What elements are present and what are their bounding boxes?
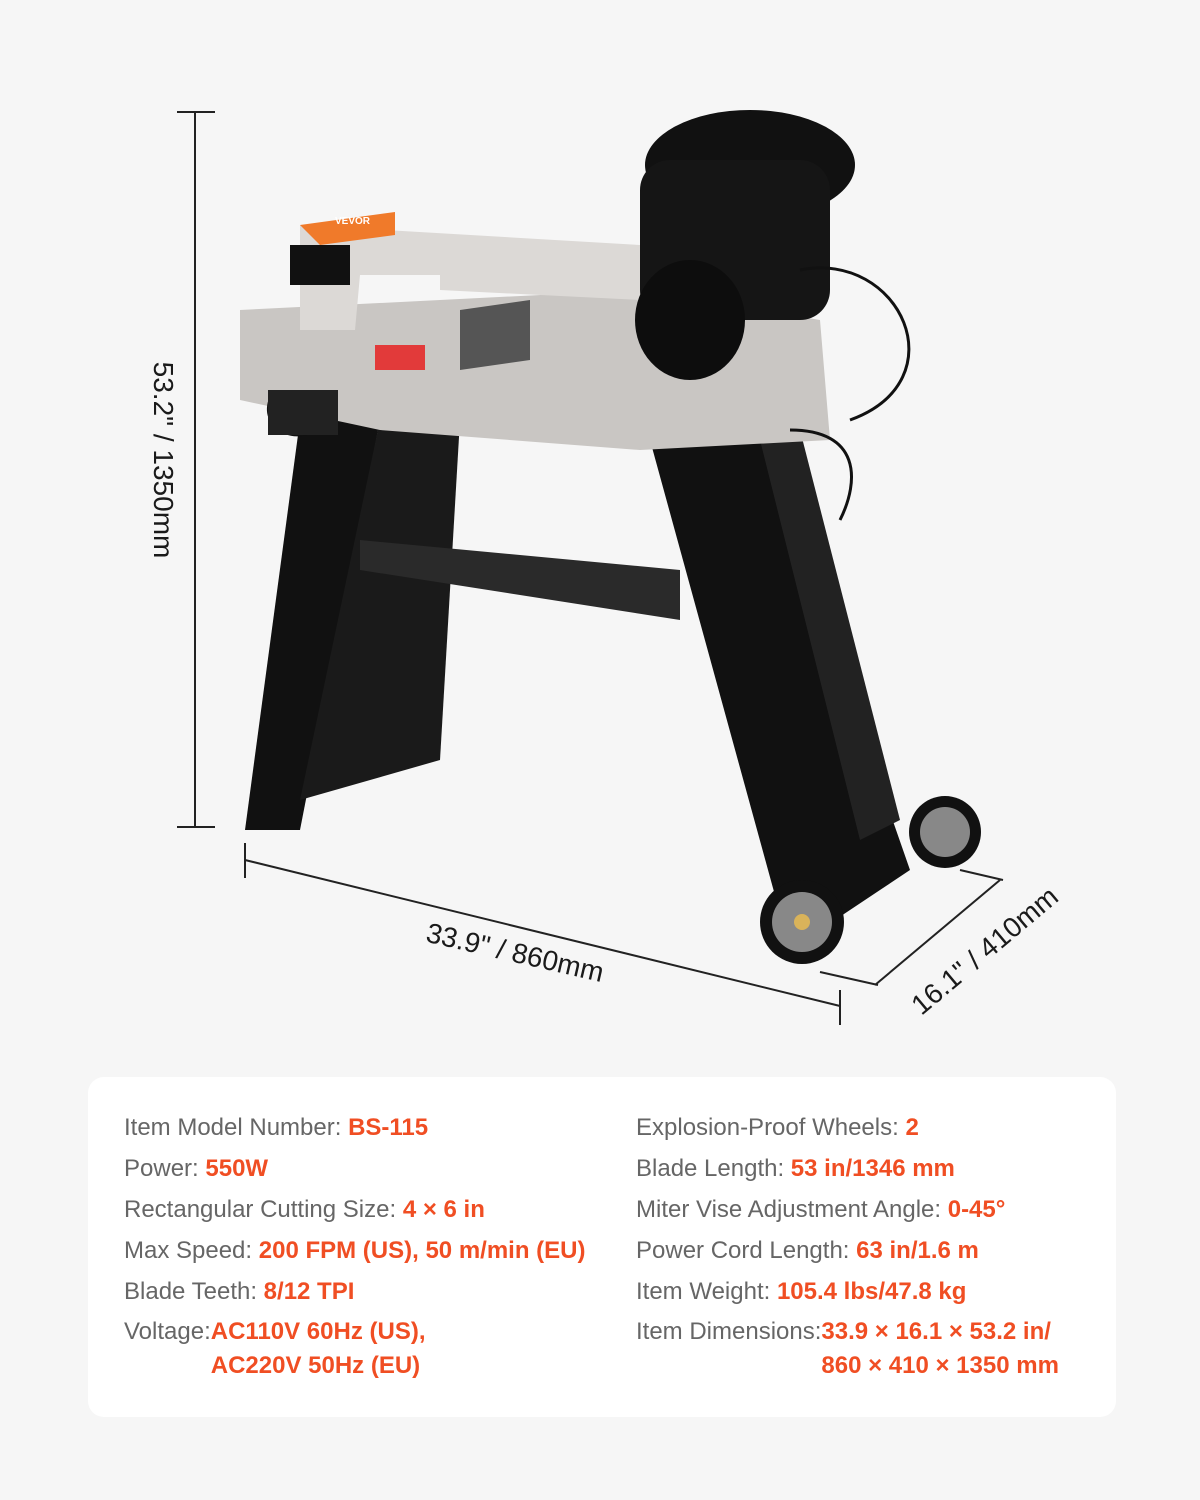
spec-row: Item Model Number: BS-115 [124,1107,585,1148]
dimension-lines [177,111,1004,1025]
spec-row: Item Weight: 105.4 lbs/47.8 kg [636,1271,1059,1312]
product-illustration: VEVOR [177,110,1004,1025]
spec-row: Explosion-Proof Wheels: 2 [636,1107,1059,1148]
spec-value: 63 in/1.6 m [856,1237,979,1264]
spec-value: 550W [205,1155,269,1182]
spec-row: Rectangular Cutting Size: 4 × 6 in [124,1189,585,1230]
specs-card: Item Model Number: BS-115 Power: 550W Re… [88,1077,1116,1417]
spec-label: Item Model Number: [124,1114,349,1141]
spec-label: Item Dimensions: [636,1318,822,1345]
spec-value: 200 FPM (US), 50 m/min (EU) [258,1237,586,1264]
spec-row: Blade Length: 53 in/1346 mm [636,1148,1059,1189]
spec-label: Item Weight: [636,1278,777,1305]
spec-row: Item Dimensions: 33.9 × 16.1 × 53.2 in/8… [636,1315,1059,1383]
spec-value: 2 [905,1114,919,1141]
spec-value: 8/12 TPI [263,1278,355,1305]
spec-label: Power Cord Length: [636,1237,857,1264]
specs-right-column: Explosion-Proof Wheels: 2 Blade Length: … [636,1107,1059,1383]
spec-row: Max Speed: 200 FPM (US), 50 m/min (EU) [124,1230,585,1271]
spec-value-continued: 860 × 410 × 1350 mm [821,1352,1059,1379]
spec-label: Explosion-Proof Wheels: [636,1114,906,1141]
spec-label: Rectangular Cutting Size: [124,1196,403,1223]
spec-label: Voltage: [124,1318,211,1345]
height-dimension-label: 53.2" / 1350mm [148,361,179,559]
spec-label: Blade Teeth: [124,1278,264,1305]
spec-label: Power: [124,1155,206,1182]
spec-value: 4 × 6 in [402,1196,485,1223]
spec-row: Power: 550W [124,1148,585,1189]
spec-value-continued: AC220V 50Hz (EU) [210,1352,421,1379]
spec-row: Blade Teeth: 8/12 TPI [124,1271,585,1312]
spec-value: AC110V 60Hz (US), [210,1318,426,1345]
spec-row: Power Cord Length: 63 in/1.6 m [636,1230,1059,1271]
spec-value: BS-115 [348,1114,429,1141]
spec-label: Blade Length: [636,1155,791,1182]
spec-label: Miter Vise Adjustment Angle: [636,1196,948,1223]
spec-row: Miter Vise Adjustment Angle: 0-45° [636,1189,1059,1230]
brand-logo: VEVOR [335,216,371,227]
spec-value: 33.9 × 16.1 × 53.2 in/ [821,1318,1051,1345]
spec-row: Voltage: AC110V 60Hz (US), AC220V 50Hz (E… [124,1315,585,1383]
spec-value: 53 in/1346 mm [790,1155,955,1182]
band-saw: VEVOR [240,110,981,964]
spec-value: 0-45° [947,1196,1006,1223]
specs-left-column: Item Model Number: BS-115 Power: 550W Re… [124,1107,585,1383]
spec-value: 105.4 lbs/47.8 kg [776,1278,967,1305]
spec-label: Max Speed: [124,1237,259,1264]
